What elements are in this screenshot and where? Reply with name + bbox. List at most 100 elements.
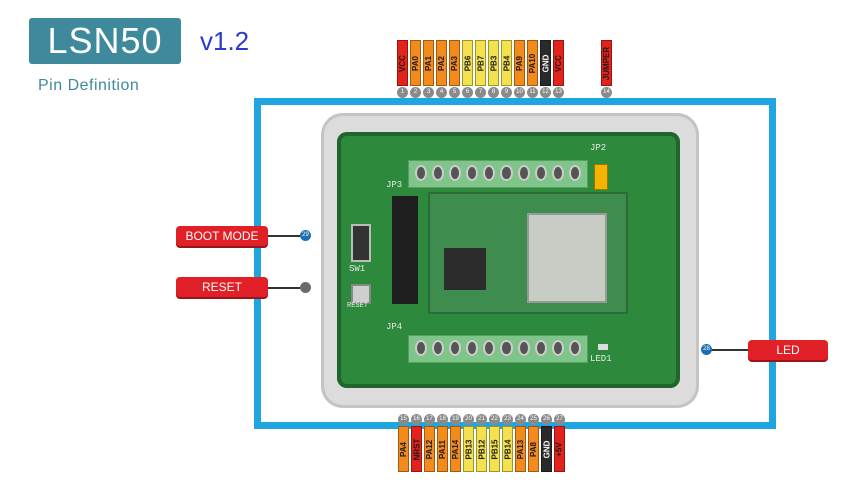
pin-label-text: PA13	[516, 439, 526, 459]
pin-number: 13	[553, 87, 564, 98]
pin-label: PB6	[462, 40, 473, 86]
pin-label-text: PA3	[450, 55, 459, 71]
pin-label-text: JUMPER	[602, 46, 611, 80]
pin-label-text: PB7	[476, 55, 485, 71]
pin-label: PA3	[449, 40, 460, 86]
terminal-block-top	[408, 160, 588, 188]
pin-label-text: PB15	[490, 438, 500, 460]
boot-mode-marker: 29	[300, 230, 311, 241]
top-pin-5: PA3 5	[449, 40, 460, 99]
pin-label: PA14	[450, 426, 461, 472]
boot-switch[interactable]	[351, 224, 371, 262]
pin-label: PB7	[475, 40, 486, 86]
pin-number: 25	[528, 414, 539, 425]
pin-number: 7	[475, 87, 486, 98]
silk-jp4: JP4	[386, 322, 403, 332]
pin-label: PA11	[437, 426, 448, 472]
pin-label: PB12	[476, 426, 487, 472]
pin-number: 10	[514, 87, 525, 98]
pin-number: 11	[527, 87, 538, 98]
pin-label: PB14	[502, 426, 513, 472]
pin-label: VCC	[397, 40, 408, 86]
led-leader	[710, 349, 748, 351]
pin-label: PB3	[488, 40, 499, 86]
silk-reset: RESET	[347, 302, 369, 310]
pin-label: PB4	[501, 40, 512, 86]
bottom-pin-27: 27+5V	[554, 413, 565, 472]
mcu-chip	[444, 248, 486, 290]
pin-label-text: PB3	[489, 55, 498, 71]
pin-label-text: PA8	[529, 441, 538, 457]
pin-number: 4	[436, 87, 447, 98]
pin-label-text: PB14	[503, 438, 513, 460]
top-pin-1: VCC 1	[397, 40, 408, 99]
pin-number: 23	[502, 414, 513, 425]
pin-label-text: PA2	[437, 55, 446, 71]
pin-number: 16	[411, 414, 422, 425]
pin-label: PA9	[514, 40, 525, 86]
pin-number: 26	[541, 414, 552, 425]
pin-label-text: PA1	[424, 55, 433, 71]
silk-led1: LED1	[590, 354, 612, 364]
pin-number: 18	[437, 414, 448, 425]
pin-label: PA4	[398, 426, 409, 472]
pin-number: 6	[462, 87, 473, 98]
pin-label-text: PB13	[464, 438, 474, 460]
highlight-frame	[254, 98, 776, 429]
pin-label: PA1	[423, 40, 434, 86]
pin-label: GND	[540, 40, 551, 86]
pin-label-text: NRST	[412, 438, 421, 460]
rf-shield	[527, 213, 607, 303]
pin-number: 17	[424, 414, 435, 425]
pin-number: 1	[397, 87, 408, 98]
pin-label-text: PA0	[411, 55, 420, 71]
top-pin-8: PB3 8	[488, 40, 499, 99]
pin-label: VCC	[553, 40, 564, 86]
reset-callout: RESET	[176, 277, 268, 297]
jumper-jp2[interactable]	[594, 164, 608, 190]
reset-button[interactable]	[351, 284, 371, 304]
reset-leader	[268, 287, 300, 289]
pin-label: PB13	[463, 426, 474, 472]
pin-label-text: PA12	[425, 439, 435, 459]
pin-label: PA13	[515, 426, 526, 472]
pin-number: 21	[476, 414, 487, 425]
pin-number: 5	[449, 87, 460, 98]
module-connector	[392, 196, 418, 304]
pin-label: NRST	[411, 426, 422, 472]
pin-label-text: PB6	[463, 55, 472, 71]
top-pin-4: PA2 4	[436, 40, 447, 99]
pin-number: 19	[450, 414, 461, 425]
pin-label: PA12	[424, 426, 435, 472]
pin-label-text: VCC	[398, 54, 408, 72]
pin-label-text: PA10	[528, 53, 538, 73]
pin-label: PA0	[410, 40, 421, 86]
product-logo: LSN50	[29, 18, 181, 64]
pin-number: 8	[488, 87, 499, 98]
pin-number: 14	[601, 87, 612, 98]
pin-label-text: PB4	[502, 55, 511, 71]
pin-label: +5V	[554, 426, 565, 472]
led-icon	[598, 344, 608, 350]
reset-marker	[300, 282, 311, 293]
pin-label-text: PA14	[451, 439, 461, 459]
pin-label-text: GND	[542, 440, 551, 458]
top-pin-11: PA10 11	[527, 40, 538, 99]
silk-sw1: SW1	[349, 264, 366, 274]
pin-label: PA8	[528, 426, 539, 472]
pin-label-text: GND	[541, 54, 550, 72]
pin-number: 9	[501, 87, 512, 98]
pin-number: 27	[554, 414, 565, 425]
